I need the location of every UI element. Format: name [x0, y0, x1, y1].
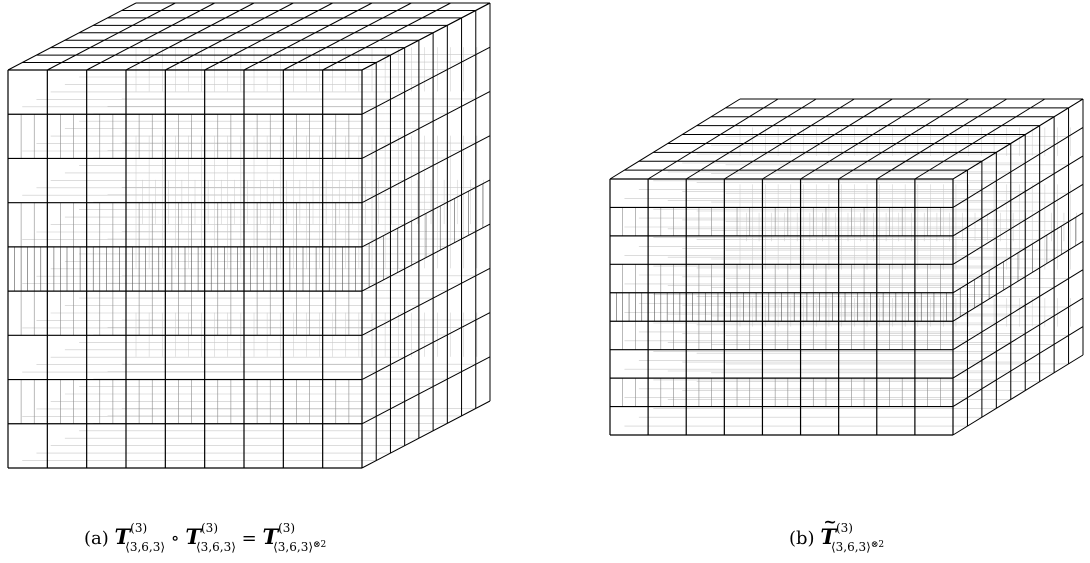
side-depth-line [952, 155, 1084, 237]
side-depth-line [952, 240, 1084, 322]
top-depth-line [914, 98, 1046, 180]
caption-a-symbol-1: T [114, 524, 131, 549]
caption-a-sup-3: (3) [278, 521, 296, 535]
side-depth-line [952, 326, 1084, 407]
tensor-cube-a [7, 2, 491, 469]
caption-b-power: ⊗2 [870, 540, 885, 550]
top-depth-line [7, 2, 137, 71]
caption-b-symbol: T [820, 524, 836, 549]
caption-b: (b) T(3) ⟨3,6,3⟩⊗2 [789, 521, 885, 554]
tensor-cube-b [609, 98, 1084, 436]
top-depth-line [283, 2, 412, 71]
side-depth-line [361, 400, 491, 469]
side-depth-line [952, 127, 1084, 208]
top-depth-line [609, 98, 741, 180]
top-depth-line [876, 98, 1008, 180]
top-depth-line [86, 2, 215, 71]
caption-a-prefix: (a) [84, 528, 109, 549]
side-depth-line [952, 183, 1084, 265]
caption-b-prefix: (b) [789, 528, 815, 549]
caption-a-equals: = [241, 528, 257, 549]
side-depth-line [361, 223, 491, 292]
side-depth-line [361, 91, 491, 159]
top-depth-line [47, 2, 176, 71]
top-depth-line [243, 2, 373, 71]
side-depth-line [361, 2, 491, 71]
caption-a-sub-3: ⟨3,6,3⟩ [273, 540, 314, 554]
top-depth-line [838, 98, 969, 180]
side-depth-line [952, 212, 1084, 294]
side-depth-line [952, 297, 1084, 379]
caption-a-power: ⊗2 [313, 540, 327, 550]
caption-a-sup-1: (3) [130, 521, 148, 535]
caption-a-symbol-2: T [185, 524, 201, 549]
top-depth-line [800, 98, 931, 180]
side-depth-line [361, 267, 491, 336]
side-depth-line [361, 179, 491, 248]
side-depth-line [361, 312, 491, 380]
side-depth-line [361, 135, 491, 204]
top-depth-line [322, 2, 451, 71]
caption-b-sub: ⟨3,6,3⟩ [830, 540, 871, 554]
caption-a-sub-2: ⟨3,6,3⟩ [196, 540, 236, 554]
top-depth-line [724, 98, 855, 180]
side-depth-line [952, 98, 1084, 180]
top-depth-line [125, 2, 255, 71]
top-depth-line [165, 2, 294, 71]
side-depth-line [952, 269, 1084, 351]
top-depth-line [204, 2, 333, 71]
top-depth-line [647, 98, 779, 180]
caption-a-sub-1: ⟨3,6,3⟩ [125, 540, 166, 554]
caption-a-symbol-3: T [262, 524, 279, 549]
caption-a: (a) T(3)⟨3,6,3⟩ ∘ T(3)⟨3,6,3⟩ = T(3)⟨3,6… [84, 521, 327, 554]
caption-b-sup: (3) [835, 521, 853, 535]
caption-a-operator: ∘ [170, 528, 180, 549]
side-depth-line [361, 356, 491, 425]
caption-a-sup-2: (3) [201, 521, 218, 535]
top-depth-line [685, 98, 817, 180]
top-depth-line [762, 98, 893, 180]
side-depth-line [361, 46, 491, 115]
side-depth-line [952, 354, 1084, 436]
